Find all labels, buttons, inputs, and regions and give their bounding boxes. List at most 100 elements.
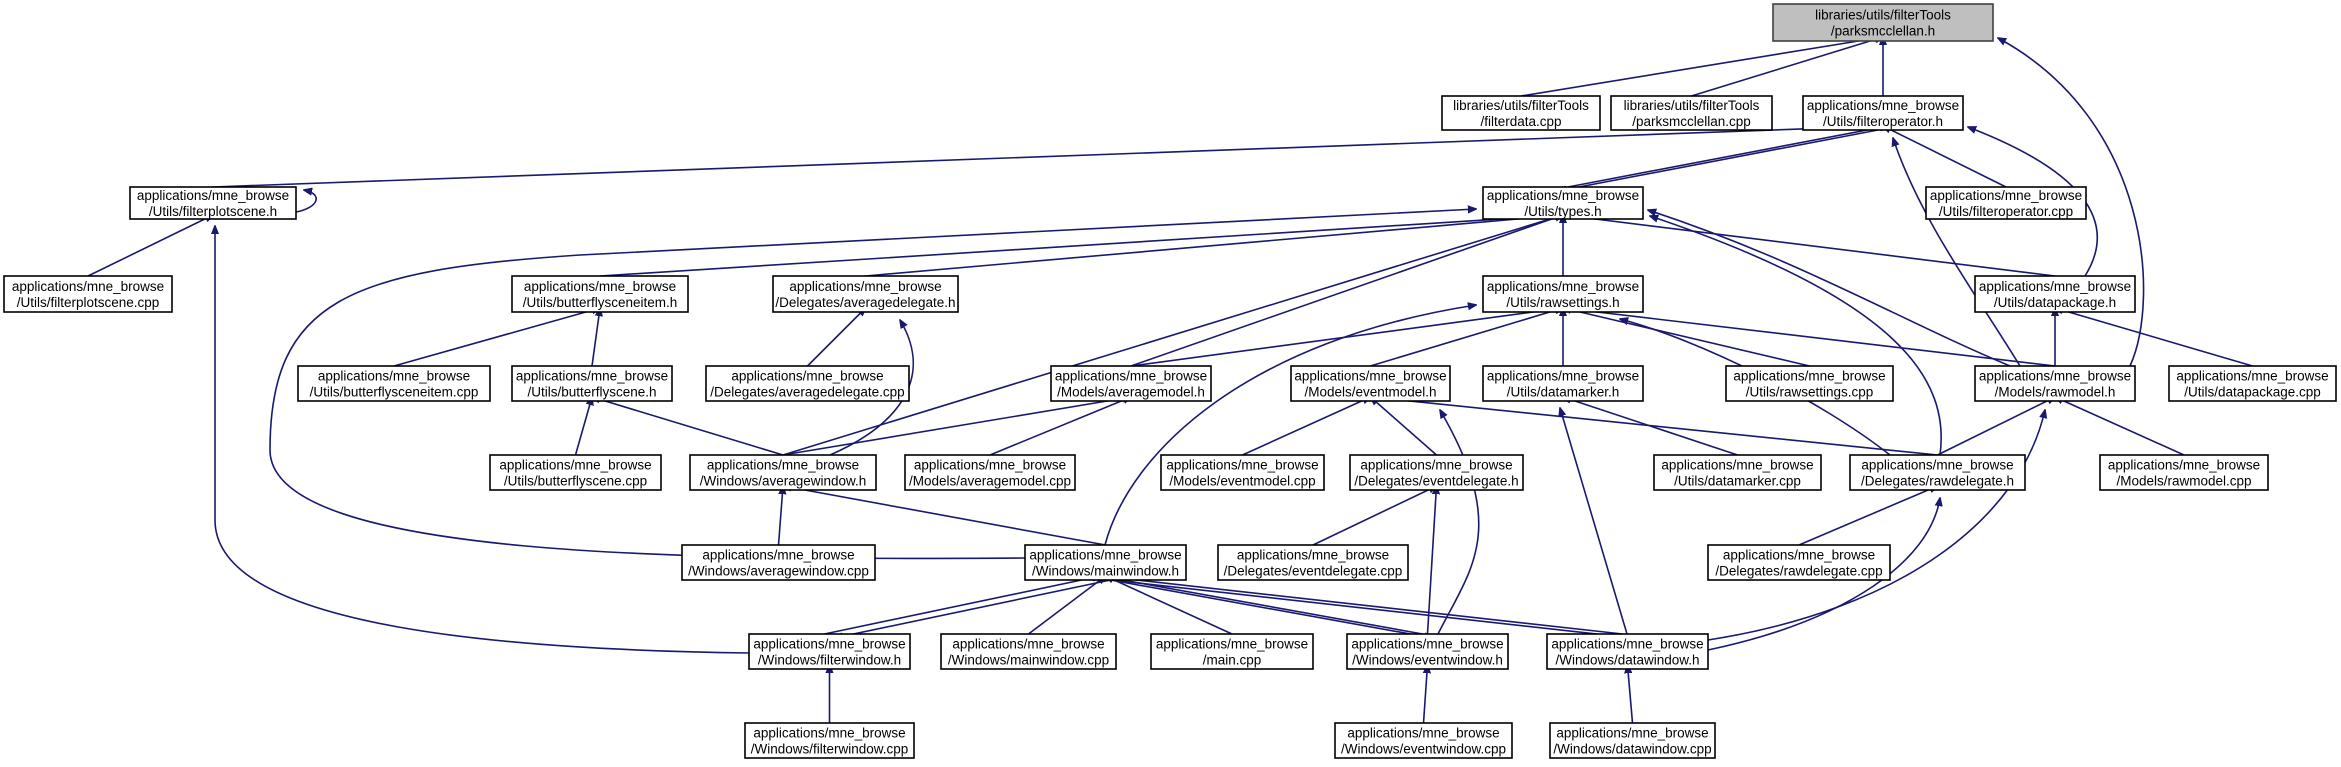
node-rawdelegate-h[interactable]: applications/mne_browse/Delegates/rawdel… (1849, 454, 2026, 491)
node-averagedelegate-h[interactable]: applications/mne_browse/Delegates/averag… (772, 275, 959, 313)
node-label-line-1: applications/mne_browse (707, 458, 859, 473)
node-butterflyscene-cpp[interactable]: applications/mne_browse/Utils/butterflys… (489, 454, 662, 491)
node-datamarker-cpp[interactable]: applications/mne_browse/Utils/datamarker… (1653, 454, 1822, 491)
edge-eventwindow_cpp-to-eventwindow_h (1424, 665, 1428, 724)
edge-mainwindow_h-to-eventwindow_h (1110, 579, 1433, 638)
node-datawindow-cpp[interactable]: applications/mne_browse/Windows/datawind… (1549, 722, 1716, 759)
node-eventdelegate-h[interactable]: applications/mne_browse/Delegates/eventd… (1349, 454, 1524, 491)
node-mainwindow-cpp[interactable]: applications/mne_browse/Windows/mainwind… (940, 633, 1117, 670)
node-butterflyscene-h[interactable]: applications/mne_browse/Utils/butterflys… (511, 365, 673, 402)
node-label-line-2: /Utils/filteroperator.h (1823, 114, 1943, 129)
node-box (689, 454, 877, 491)
node-averagedelegate-cpp[interactable]: applications/mne_browse/Delegates/averag… (705, 365, 910, 402)
node-label-line-2: /Utils/butterflyscene.h (527, 385, 656, 400)
node-butterflysceneitem-h[interactable]: applications/mne_browse/Utils/butterflys… (511, 275, 689, 313)
edge-butterflyscene_cpp-to-butterflyscene_h (574, 397, 593, 456)
node-label-line-1: libraries/utils/filterTools (1453, 98, 1589, 113)
node-averagewindow-h[interactable]: applications/mne_browse/Windows/averagew… (689, 454, 877, 491)
node-label-line-1: applications/mne_browse (1661, 458, 1813, 473)
node-box (1024, 544, 1187, 581)
node-label-line-2: /Utils/datamarker.cpp (1674, 474, 1801, 489)
node-eventdelegate-cpp[interactable]: applications/mne_browse/Delegates/eventd… (1217, 544, 1409, 581)
edge-datawindow_h-to-mainwindow_h (1101, 576, 1623, 635)
node-label-line-2: /Delegates/averagedelegate.h (775, 295, 955, 310)
node-label-line-1: applications/mne_browse (1487, 279, 1639, 294)
node-box (2168, 365, 2337, 402)
nodes-layer: libraries/utils/filterTools/parksmcclell… (3, 3, 2337, 759)
node-rawdelegate-cpp[interactable]: applications/mne_browse/Delegates/rawdel… (1707, 544, 1891, 581)
edge-mainwindow_h-to-filterwindow_h (835, 579, 1111, 638)
edge-filterplotscene_h-to-filterplotscene_h (295, 190, 317, 213)
node-main-cpp[interactable]: applications/mne_browse/main.cpp (1150, 633, 1314, 670)
edge-datapackage_h-to-types_h (1563, 215, 2056, 277)
node-label-line-2: /Windows/datawindow.cpp (1553, 742, 1711, 757)
node-rawsettings-cpp[interactable]: applications/mne_browse/Utils/rawsetting… (1725, 365, 1894, 402)
node-label-line-2: /Utils/rawsettings.cpp (1746, 385, 1874, 400)
edge-mainwindow_cpp-to-mainwindow_h (1028, 576, 1106, 635)
edge-filterwindow_h-to-mainwindow_h (824, 576, 1101, 635)
node-rawmodel-cpp[interactable]: applications/mne_browse/Models/rawmodel.… (2099, 454, 2269, 491)
node-filteroperator-h[interactable]: applications/mne_browse/Utils/filteroper… (1802, 95, 1964, 131)
edge-eventmodel_h-to-rawsettings_h (1370, 308, 1564, 367)
edge-filterplotscene_h-to-filteroperator_h (212, 126, 1883, 188)
node-label-line-1: applications/mne_browse (1029, 548, 1181, 563)
node-box (1441, 95, 1601, 131)
node-label-line-1: libraries/utils/filterTools (1815, 8, 1951, 23)
node-box (1974, 275, 2136, 313)
node-label-line-1: applications/mne_browse (1237, 548, 1389, 563)
node-label-line-1: applications/mne_browse (12, 279, 164, 294)
node-filterplotscene-cpp[interactable]: applications/mne_browse/Utils/filterplot… (3, 275, 173, 313)
node-filterplotscene-h[interactable]: applications/mne_browse/Utils/filterplot… (129, 186, 297, 220)
node-filterwindow-cpp[interactable]: applications/mne_browse/Windows/filterwi… (744, 722, 915, 759)
node-box (1802, 95, 1964, 131)
node-box (940, 633, 1117, 670)
node-label-line-2: /Windows/datawindow.h (1555, 653, 1699, 668)
node-butterflysceneitem-cpp[interactable]: applications/mne_browse/Utils/butterflys… (297, 365, 491, 402)
node-eventmodel-h[interactable]: applications/mne_browse/Models/eventmode… (1290, 365, 1451, 402)
node-label-line-1: applications/mne_browse (1551, 637, 1703, 652)
node-eventmodel-cpp[interactable]: applications/mne_browse/Models/eventmode… (1160, 454, 1325, 491)
node-box (1610, 95, 1773, 131)
node-box (1549, 722, 1716, 759)
node-filterdata-cpp[interactable]: libraries/utils/filterTools/filterdata.c… (1441, 95, 1601, 131)
node-datawindow-h[interactable]: applications/mne_browse/Windows/datawind… (1546, 633, 1709, 670)
node-label-line-2: /Windows/eventwindow.cpp (1341, 742, 1506, 757)
edge-datamarker_cpp-to-datamarker_h (1563, 397, 1738, 456)
node-datapackage-cpp[interactable]: applications/mne_browse/Utils/datapackag… (2168, 365, 2337, 402)
node-parksmcclellan-h[interactable]: libraries/utils/filterTools/parksmcclell… (1772, 3, 1994, 42)
node-datamarker-h[interactable]: applications/mne_browse/Utils/datamarker… (1482, 365, 1644, 402)
edge-averagedelegate_cpp-to-averagedelegate_h (806, 308, 866, 367)
node-label-line-2: /Models/rawmodel.cpp (2116, 474, 2251, 489)
node-label-line-2: /Delegates/eventdelegate.cpp (1224, 564, 1403, 579)
node-mainwindow-h[interactable]: applications/mne_browse/Windows/mainwind… (1024, 544, 1187, 581)
node-label-line-2: /Windows/averagewindow.cpp (688, 564, 869, 579)
node-label-line-2: /Delegates/eventdelegate.h (1354, 474, 1518, 489)
node-box (1482, 275, 1644, 313)
node-label-line-2: /Windows/mainwindow.cpp (948, 653, 1109, 668)
node-label-line-1: applications/mne_browse (1294, 369, 1446, 384)
node-label-line-1: applications/mne_browse (2176, 369, 2328, 384)
node-label-line-1: applications/mne_browse (2108, 458, 2260, 473)
node-parksmcclellan-cpp[interactable]: libraries/utils/filterTools/parksmcclell… (1610, 95, 1773, 131)
node-datapackage-h[interactable]: applications/mne_browse/Utils/datapackag… (1974, 275, 2136, 313)
node-box (1707, 544, 1891, 581)
node-eventwindow-h[interactable]: applications/mne_browse/Windows/eventwin… (1346, 633, 1509, 670)
node-types-h[interactable]: applications/mne_browse/Utils/types.h (1482, 186, 1644, 220)
edge-averagedelegate_h-to-types_h (865, 215, 1564, 277)
edge-butterflysceneitem_h-to-types_h (599, 215, 1563, 277)
node-rawsettings-h[interactable]: applications/mne_browse/Utils/rawsetting… (1482, 275, 1644, 313)
edge-averagemodel_cpp-to-averagemodel_h (989, 397, 1131, 456)
node-label-line-1: applications/mne_browse (1347, 726, 1499, 741)
node-eventwindow-cpp[interactable]: applications/mne_browse/Windows/eventwin… (1334, 722, 1513, 759)
node-averagemodel-cpp[interactable]: applications/mne_browse/Models/averagemo… (904, 454, 1076, 491)
node-averagemodel-h[interactable]: applications/mne_browse/Models/averagemo… (1050, 365, 1212, 402)
node-label-line-1: applications/mne_browse (1556, 726, 1708, 741)
node-averagewindow-cpp[interactable]: applications/mne_browse/Windows/averagew… (681, 544, 876, 581)
node-filteroperator-cpp[interactable]: applications/mne_browse/Utils/filteroper… (1925, 186, 2087, 220)
node-filterwindow-h[interactable]: applications/mne_browse/Windows/filterwi… (748, 633, 911, 670)
node-label-line-2: /Utils/datapackage.cpp (2184, 385, 2321, 400)
node-rawmodel-h[interactable]: applications/mne_browse/Models/rawmodel.… (1974, 365, 2136, 402)
node-label-line-2: /Utils/datapackage.h (1994, 295, 2116, 310)
node-box (1925, 186, 2087, 220)
node-label-line-2: /Delegates/rawdelegate.cpp (1715, 564, 1882, 579)
